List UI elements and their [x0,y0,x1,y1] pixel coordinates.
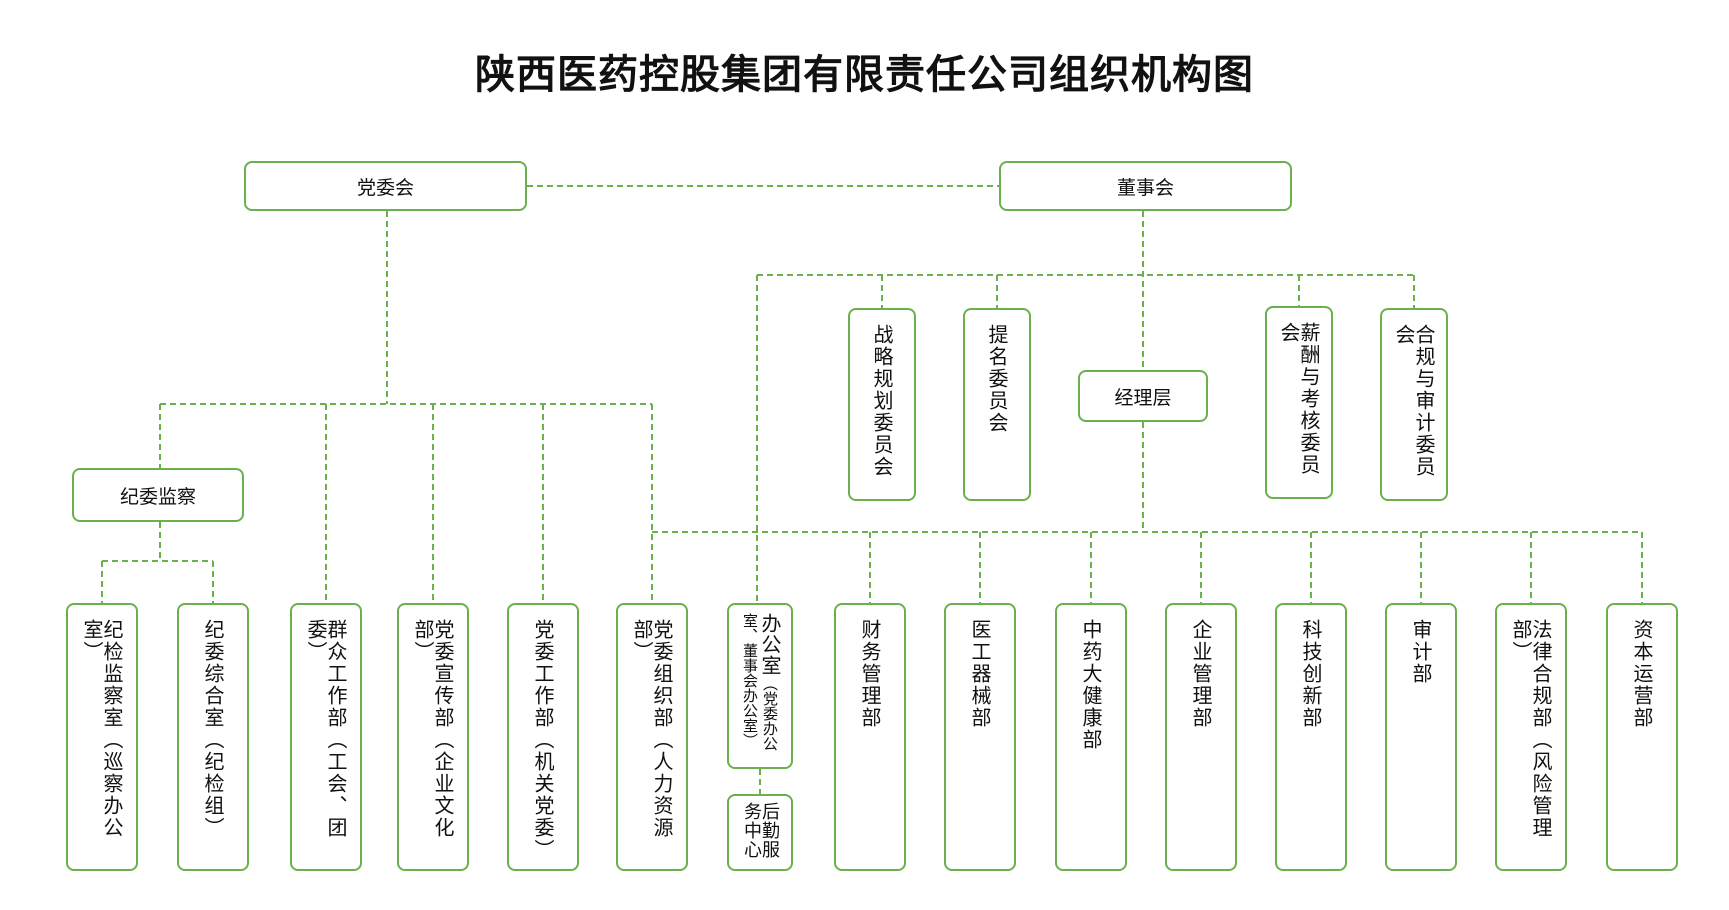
committee-label: 合规与审计委员会 [1392,324,1436,478]
department-label: 群众工作部（工会、团委） [304,619,348,839]
department-label: 党委组织部（人力资源部） [630,619,674,839]
party-committee-label: 党委会 [356,176,414,199]
department-box: 审计部 [1385,603,1457,871]
department-box: 资本运营部 [1606,603,1678,871]
department-label: 党委工作部（机关党委） [531,619,555,861]
department-label: 审计部 [1409,619,1433,685]
committee-box: 合规与审计委员会 [1380,308,1448,501]
department-box: 科技创新部 [1275,603,1347,871]
board-box: 董事会 [999,161,1292,211]
board-label: 董事会 [1116,176,1174,199]
office-main-label: 办公室 [758,613,782,676]
department-box: 群众工作部（工会、团委） [290,603,362,871]
department-label: 纪委综合室（纪检组） [201,619,225,839]
department-box: 法律合规部（风险管理部） [1495,603,1567,871]
logistics-box: 后勤服务中心 [727,794,793,871]
department-label: 纪检监察室（巡察办公室） [80,619,124,839]
department-label: 中药大健康部 [1079,619,1103,751]
committee-label: 薪酬与考核委员会 [1277,322,1321,476]
committee-box: 战略规划委员会 [848,308,916,501]
department-label: 法律合规部（风险管理部） [1509,619,1553,839]
management-label: 经理层 [1114,386,1172,409]
management-box: 经理层 [1078,370,1208,422]
department-box: 纪委综合室（纪检组） [177,603,249,871]
office-label: 办公室（党委办公室、董事会办公室） [740,613,782,767]
department-label: 科技创新部 [1299,619,1323,729]
logistics-label: 后勤服务中心 [741,802,780,859]
committee-box: 薪酬与考核委员会 [1265,306,1333,499]
department-box: 党委宣传部（企业文化部） [397,603,469,871]
office-box: 办公室（党委办公室、董事会办公室） [727,603,793,769]
department-box: 党委组织部（人力资源部） [616,603,688,871]
committee-label: 战略规划委员会 [870,324,894,478]
party-committee-box: 党委会 [244,161,527,211]
department-label: 党委宣传部（企业文化部） [411,619,455,839]
department-label: 医工器械部 [968,619,992,729]
department-box: 纪检监察室（巡察办公室） [66,603,138,871]
department-box: 财务管理部 [834,603,906,871]
office-sub-label: （党委办公室、董事会办公室） [741,613,779,751]
chart-title: 陕西医药控股集团有限责任公司组织机构图 [475,52,1254,98]
department-label: 资本运营部 [1630,619,1654,729]
discipline-box: 纪委监察 [72,468,244,522]
committee-box: 提名委员会 [963,308,1031,501]
department-label: 财务管理部 [858,619,882,729]
discipline-label: 纪委监察 [119,485,196,508]
department-box: 医工器械部 [944,603,1016,871]
department-box: 企业管理部 [1165,603,1237,871]
department-box: 党委工作部（机关党委） [507,603,579,871]
department-label: 企业管理部 [1189,619,1213,729]
department-box: 中药大健康部 [1055,603,1127,871]
committee-label: 提名委员会 [985,324,1009,434]
